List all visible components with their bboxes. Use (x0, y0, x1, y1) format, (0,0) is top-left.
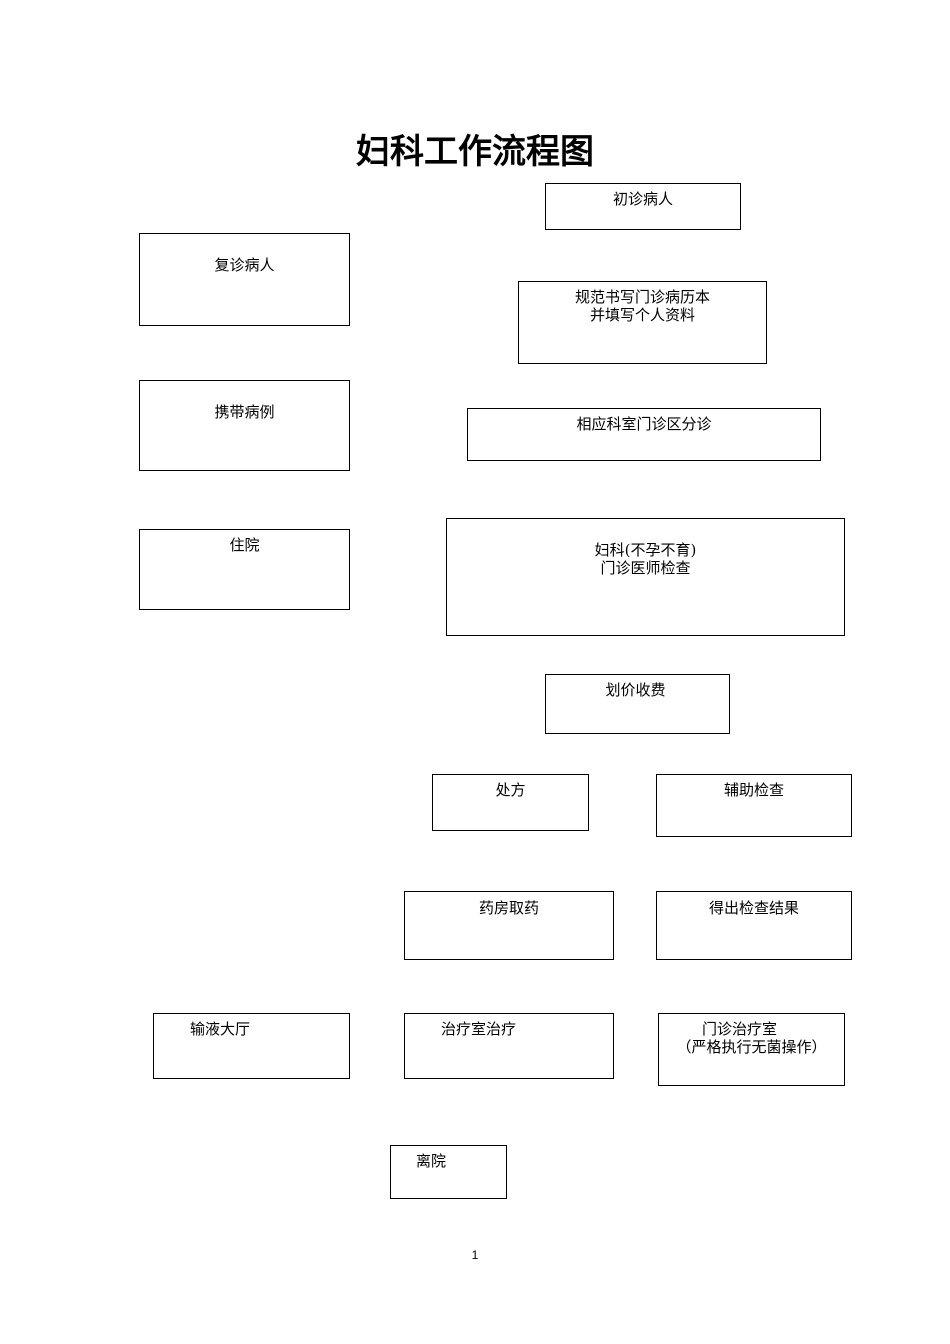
clinic-treatment-label-line-2: （严格执行无菌操作） (676, 1038, 827, 1056)
write-record-box: 规范书写门诊病历本 并填写个人资料 (518, 281, 767, 364)
page-title: 妇科工作流程图 (356, 132, 594, 172)
treatment-room-box: 治疗室治疗 (404, 1013, 614, 1079)
triage-box: 相应科室门诊区分诊 (467, 408, 821, 461)
exam-result-label: 得出检查结果 (708, 899, 799, 917)
hospitalize-label: 住院 (229, 536, 260, 554)
write-record-label-line-1: 规范书写门诊病历本 (574, 288, 710, 306)
gyn-exam-label-line-1: 妇科(不孕不育) (594, 541, 697, 559)
discharge-box: 离院 (390, 1145, 507, 1199)
exam-result-box: 得出检查结果 (656, 891, 852, 960)
write-record-label-line-2: 并填写个人资料 (589, 306, 695, 324)
aux-exam-label: 辅助检查 (723, 781, 784, 799)
first-visit-label: 初诊病人 (612, 190, 673, 208)
return-visit-box: 复诊病人 (139, 233, 350, 326)
pricing-box: 划价收费 (545, 674, 730, 734)
gyn-exam-label-line-2: 门诊医师检查 (600, 559, 691, 577)
clinic-treatment-box: 门诊治疗室 （严格执行无菌操作） (658, 1013, 845, 1086)
first-visit-box: 初诊病人 (545, 183, 741, 230)
prescription-label: 处方 (495, 781, 526, 799)
pharmacy-box: 药房取药 (404, 891, 614, 960)
pricing-label: 划价收费 (605, 681, 666, 699)
prescription-box: 处方 (432, 774, 589, 831)
gyn-exam-box: 妇科(不孕不育) 门诊医师检查 (446, 518, 845, 636)
return-visit-label: 复诊病人 (214, 256, 275, 274)
bring-record-box: 携带病例 (139, 380, 350, 471)
hospitalize-box: 住院 (139, 529, 350, 610)
clinic-treatment-label-line-1: 门诊治疗室 (701, 1020, 777, 1038)
page-number: 1 (471, 1248, 479, 1262)
aux-exam-box: 辅助检查 (656, 774, 852, 837)
infusion-hall-box: 输液大厅 (153, 1013, 350, 1079)
bring-record-label: 携带病例 (214, 403, 275, 421)
infusion-hall-label: 输液大厅 (190, 1020, 251, 1038)
treatment-room-label: 治疗室治疗 (441, 1020, 517, 1038)
pharmacy-label: 药房取药 (478, 899, 539, 917)
triage-label: 相应科室门诊区分诊 (576, 415, 712, 433)
discharge-label: 离院 (416, 1152, 447, 1170)
